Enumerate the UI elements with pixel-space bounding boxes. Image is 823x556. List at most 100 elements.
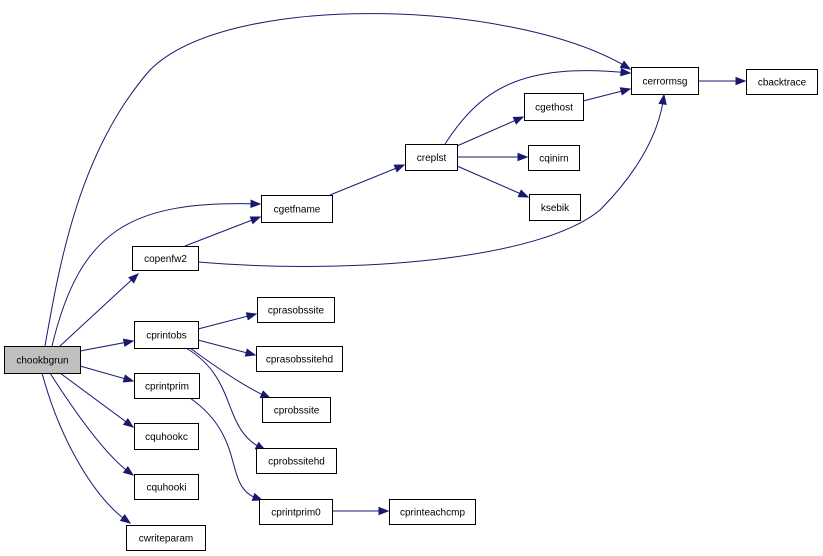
node-label: cprintprim0 bbox=[271, 508, 321, 519]
node-cqinirn[interactable]: cqinirn bbox=[528, 145, 580, 171]
arrowhead bbox=[393, 164, 406, 173]
arrowhead bbox=[122, 338, 135, 347]
node-box bbox=[4, 346, 81, 374]
node-label: ksebik bbox=[541, 203, 570, 214]
edge-cgethost-to-cerrormsg bbox=[582, 87, 632, 102]
node-label: cwriteparam bbox=[139, 534, 193, 545]
edge-chookbgrun-to-cerrormsg bbox=[44, 13, 632, 347]
node-box bbox=[262, 397, 331, 423]
edge-creplst-to-cgethost bbox=[456, 116, 525, 147]
edge-cerrormsg-to-cbacktrace bbox=[698, 76, 747, 86]
edge-copenfw2-to-cerrormsg bbox=[197, 93, 667, 267]
node-cquhooki[interactable]: cquhooki bbox=[134, 474, 199, 500]
node-ksebik[interactable]: ksebik bbox=[529, 194, 581, 221]
edge-cgetfname-to-creplst bbox=[329, 164, 406, 196]
node-cgetfname[interactable]: cgetfname bbox=[261, 195, 333, 223]
arrowhead bbox=[378, 506, 390, 516]
node-label: cgethost bbox=[535, 103, 573, 114]
node-label: chookbgrun bbox=[16, 356, 68, 367]
node-cbacktrace[interactable]: cbacktrace bbox=[746, 69, 818, 95]
edge-line bbox=[41, 372, 131, 524]
arrowhead bbox=[620, 67, 632, 77]
node-cprintprim[interactable]: cprintprim bbox=[134, 373, 200, 399]
edge-cprintprim-to-cprintprim0 bbox=[189, 397, 264, 501]
node-cprasobssite[interactable]: cprasobssite bbox=[257, 297, 335, 323]
arrowhead bbox=[259, 390, 272, 399]
arrowhead bbox=[122, 465, 135, 476]
node-cprobssite[interactable]: cprobssite bbox=[262, 397, 331, 423]
arrowhead bbox=[619, 87, 632, 96]
node-cprasobssitehd[interactable]: cprasobssitehd bbox=[256, 346, 343, 372]
node-box bbox=[126, 525, 206, 551]
node-box bbox=[256, 346, 343, 372]
node-copenfw2[interactable]: copenfw2 bbox=[132, 246, 199, 271]
node-label: creplst bbox=[417, 153, 447, 164]
node-box bbox=[631, 67, 699, 95]
node-label: cprasobssitehd bbox=[266, 355, 333, 366]
edges-layer bbox=[41, 13, 747, 524]
edge-chookbgrun-to-cgetfname bbox=[51, 199, 262, 347]
node-cquhookc[interactable]: cquhookc bbox=[134, 423, 199, 450]
node-box bbox=[134, 423, 199, 450]
edge-cprintobs-to-cprasobssitehd bbox=[197, 339, 257, 357]
nodes-layer: chookbgrun copenfw2 cgetfname creplst cgetho… bbox=[4, 67, 818, 551]
arrowhead bbox=[245, 312, 258, 321]
node-label: cprobssitehd bbox=[268, 457, 325, 468]
arrowhead bbox=[658, 93, 667, 106]
node-box bbox=[405, 144, 458, 171]
node-creplst[interactable]: creplst bbox=[405, 144, 458, 171]
arrowhead bbox=[735, 76, 747, 86]
edge-copenfw2-to-cgetfname bbox=[184, 216, 262, 247]
edge-line bbox=[51, 203, 261, 347]
arrowhead bbox=[122, 374, 135, 383]
edge-line bbox=[185, 347, 266, 451]
node-label: cquhookc bbox=[145, 432, 188, 443]
node-box bbox=[389, 499, 476, 525]
edge-line bbox=[197, 313, 257, 330]
edge-cprintobs-to-cprobssite bbox=[189, 347, 272, 399]
edge-line bbox=[329, 164, 405, 196]
node-label: cprobssite bbox=[274, 406, 320, 417]
edge-creplst-to-ksebik bbox=[456, 165, 530, 198]
node-cprintprim0[interactable]: cprintprim0 bbox=[259, 499, 333, 525]
node-box bbox=[134, 321, 199, 349]
node-label: cerrormsg bbox=[642, 77, 687, 88]
arrowhead bbox=[250, 199, 262, 208]
node-label: cqinirn bbox=[539, 154, 568, 165]
node-cprinteachcmp[interactable]: cprinteachcmp bbox=[389, 499, 476, 525]
edge-line bbox=[44, 13, 631, 347]
node-label: cprasobssite bbox=[268, 306, 325, 317]
edge-creplst-to-cerrormsg bbox=[444, 67, 632, 145]
edge-chookbgrun-to-cwriteparam bbox=[41, 372, 132, 524]
node-chookbgrun[interactable]: chookbgrun bbox=[4, 346, 81, 374]
edge-line bbox=[189, 397, 263, 501]
node-label: cbacktrace bbox=[758, 78, 807, 89]
edge-line bbox=[184, 216, 261, 247]
arrowhead bbox=[619, 60, 632, 70]
edge-line bbox=[59, 372, 134, 428]
edge-line bbox=[444, 70, 631, 145]
arrowhead bbox=[517, 152, 529, 162]
edge-line bbox=[59, 273, 139, 347]
arrowhead bbox=[251, 492, 264, 501]
node-cerrormsg[interactable]: cerrormsg bbox=[631, 67, 699, 95]
node-cgethost[interactable]: cgethost bbox=[524, 93, 584, 121]
arrowhead bbox=[128, 273, 140, 284]
node-box bbox=[261, 195, 333, 223]
node-cwriteparam[interactable]: cwriteparam bbox=[126, 525, 206, 551]
arrowhead bbox=[244, 348, 257, 357]
edge-line bbox=[197, 94, 665, 267]
node-box bbox=[256, 448, 337, 474]
arrowhead bbox=[512, 116, 525, 125]
arrowhead bbox=[119, 513, 132, 524]
edge-creplst-to-cqinirn bbox=[457, 152, 529, 162]
node-box bbox=[529, 194, 581, 221]
edge-cprintprim0-to-cprinteachcmp bbox=[332, 506, 390, 516]
node-cprobssitehd[interactable]: cprobssitehd bbox=[256, 448, 337, 474]
node-cprintobs[interactable]: cprintobs bbox=[134, 321, 199, 349]
node-box bbox=[134, 474, 199, 500]
node-box bbox=[134, 373, 200, 399]
node-label: cprintobs bbox=[146, 331, 187, 342]
arrowhead bbox=[517, 189, 530, 198]
